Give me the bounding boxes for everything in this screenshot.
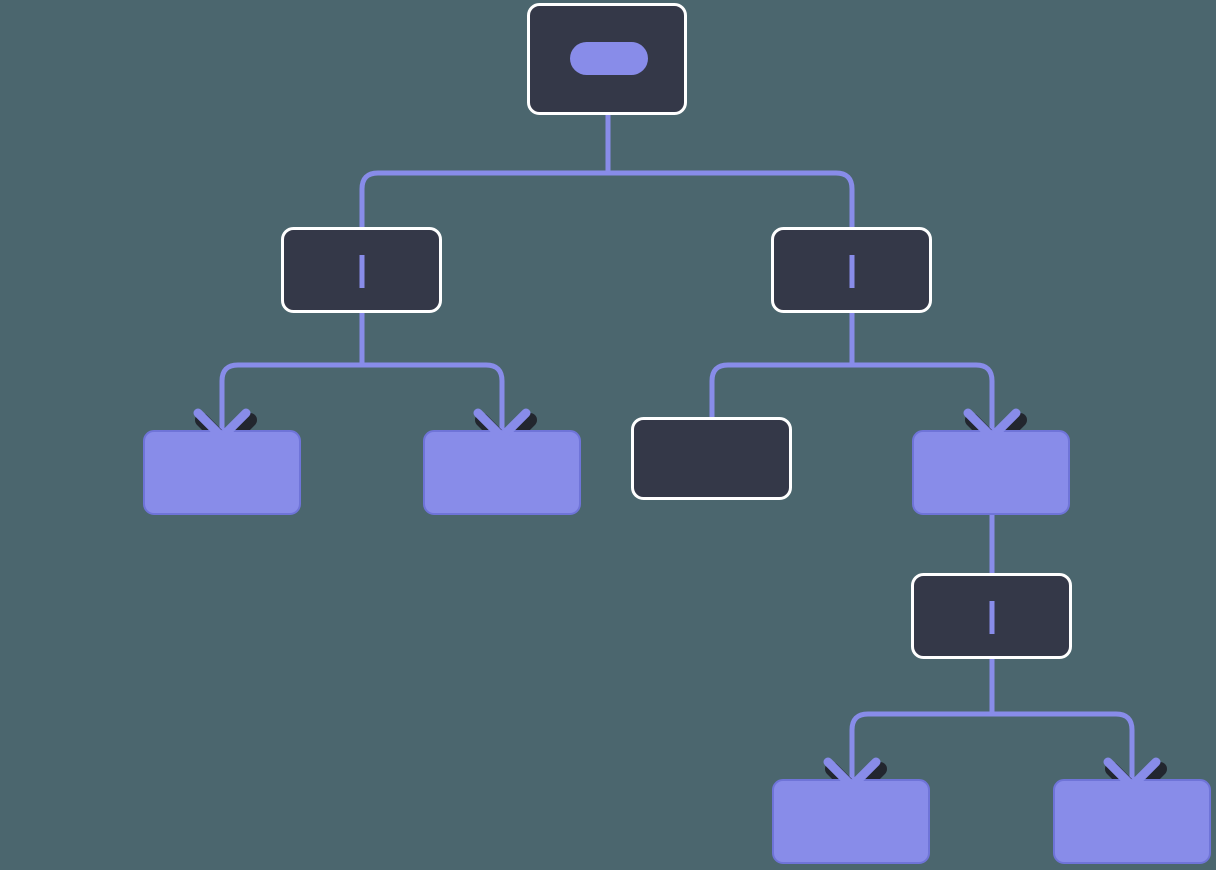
- edge-l1-left-to-b: [362, 362, 505, 432]
- level2-node-a-box[interactable]: [143, 430, 301, 515]
- level2-node-c-box[interactable]: [631, 417, 792, 500]
- node-level4-a[interactable]: [772, 779, 930, 864]
- arrowhead-l4-b: [1103, 757, 1161, 791]
- node-root[interactable]: [527, 3, 687, 115]
- edge-root-to-l1-right: [608, 170, 855, 250]
- level2-node-b-box[interactable]: [423, 430, 581, 515]
- node-level2-b[interactable]: [423, 430, 581, 515]
- level4-node-a-box[interactable]: [772, 779, 930, 864]
- level4-node-b-box[interactable]: [1053, 779, 1211, 864]
- arrowhead-l2-b: [473, 408, 531, 442]
- arrowhead-l2-a: [193, 408, 251, 442]
- edge-l3-to-l4-a: [849, 711, 992, 781]
- node-level4-b[interactable]: [1053, 779, 1211, 864]
- edge-root-to-l1-left: [359, 170, 608, 250]
- root-node-pill-icon: [570, 42, 648, 75]
- arrowhead-layer: [193, 408, 1161, 791]
- node-level2-a[interactable]: [143, 430, 301, 515]
- node-level2-c[interactable]: [631, 417, 792, 500]
- node-bar-glyph-layer: [359, 255, 995, 634]
- arrowhead-l4-a: [823, 757, 881, 791]
- level2-node-d-box[interactable]: [912, 430, 1070, 515]
- edge-l1-left-to-a: [219, 362, 362, 432]
- node-level2-d[interactable]: [912, 430, 1070, 515]
- edge-l1-right-to-c: [709, 362, 852, 420]
- arrowhead-l2-d: [963, 408, 1021, 442]
- edge-l3-to-l4-b: [992, 711, 1135, 781]
- edge-l1-right-to-d: [852, 362, 995, 432]
